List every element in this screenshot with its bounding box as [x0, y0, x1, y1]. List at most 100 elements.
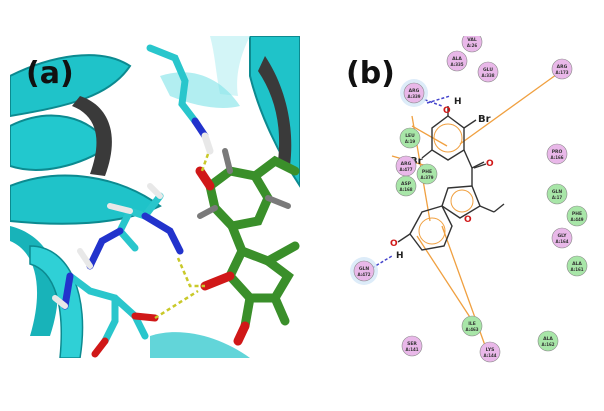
residue-name: PHE: [572, 211, 582, 217]
hbond-line-arg339: [419, 97, 443, 107]
residue-name: ARG: [401, 161, 412, 167]
atom-o-hydroxyl: O: [390, 239, 398, 249]
residue-circle: [353, 260, 375, 282]
residue-circle: [446, 50, 468, 72]
residue-circle: [461, 36, 483, 53]
residue-circle: [551, 227, 573, 249]
residue-circle: [395, 175, 417, 197]
residue-name: ALA: [452, 56, 462, 62]
residue-number: A:472: [357, 272, 370, 277]
residue-number: A:339: [407, 94, 420, 99]
residue-circle: [401, 335, 423, 357]
residue-circle: [399, 127, 421, 149]
residue-number: A:26: [467, 43, 478, 48]
residue-number: A:141: [405, 347, 418, 352]
residue-number: A:17: [552, 195, 563, 200]
atom-o-ketone: O: [486, 159, 494, 169]
residue-circle: [416, 163, 438, 185]
residue-number: A:477: [399, 167, 412, 172]
hbond-dashes: [154, 153, 210, 320]
residue-number: A:168: [399, 187, 412, 192]
residue-name: GLN: [359, 266, 370, 272]
residue-name: LYS: [486, 347, 495, 353]
hbond-line-gln472: [371, 255, 393, 269]
hbond-lines: [371, 95, 451, 269]
atom-br-left: Br: [410, 156, 423, 167]
atom-h-bottom: H: [396, 251, 404, 261]
residue-nodes: VALA:26ALAA:335GLUA:338ARGA:173ARGA:339L…: [350, 36, 588, 363]
pi-line-arg339: [411, 125, 448, 147]
protein-ligand-3d-view: [10, 36, 300, 358]
residue-number: A:19: [405, 139, 416, 144]
residue-name: ASP: [401, 181, 412, 187]
benzo-ring: [409, 205, 453, 251]
pi-line-ile463: [416, 235, 478, 329]
residue-number: A:379: [420, 175, 433, 180]
hbond-line-glu338: [426, 95, 451, 104]
dibromophenol-ring: [431, 115, 465, 161]
residue-name: GLU: [483, 67, 493, 73]
atom-o-furan: O: [464, 215, 472, 225]
residue-name: LEU: [405, 133, 415, 139]
atom-br-right: Br: [478, 114, 491, 125]
interaction-diagram-svg: Br Br H O O O O H VALA:26ALAA:335GLUA:33…: [350, 36, 588, 363]
atom-o-top: O: [443, 106, 451, 116]
residue-number: A:161: [570, 267, 583, 272]
pi-interaction-lines: [391, 71, 561, 352]
residue-number: A:164: [555, 239, 568, 244]
atom-h-top: H: [454, 97, 462, 107]
aromatic-ring-markers: [418, 123, 474, 245]
residue-circle: [461, 315, 483, 337]
residue-number: A:449: [570, 217, 583, 222]
pi-line-arg173: [459, 71, 561, 145]
residue-name: ALA: [543, 336, 553, 342]
residue-name: ARG: [409, 88, 420, 94]
residue-number: A:162: [541, 342, 554, 347]
residue-number: A:144: [483, 353, 496, 358]
residue-number: A:173: [555, 70, 568, 75]
residue-circle: [537, 330, 559, 352]
residue-circle: [566, 255, 588, 277]
furan-ring: [441, 185, 481, 219]
ligand-sticks: [195, 148, 300, 346]
residue-number: A:166: [550, 155, 563, 160]
residue-sticks: [52, 44, 214, 358]
residue-name: PHE: [422, 169, 432, 175]
residue-circle: [546, 143, 568, 165]
residue-name: ILE: [468, 321, 476, 327]
residue-circle: [551, 58, 573, 80]
residue-name: VAL: [467, 37, 477, 43]
panel-a-label: (a): [26, 56, 74, 91]
residue-name: ARG: [557, 64, 568, 70]
ligand-skeleton: [397, 106, 505, 251]
residue-name: GLY: [557, 233, 567, 239]
residue-number: A:335: [450, 62, 463, 67]
residue-circle: [477, 61, 499, 83]
residue-name: SER: [407, 341, 417, 347]
residue-number: A:463: [465, 327, 478, 332]
residue-circle: [403, 82, 425, 104]
protein-cartoon: [10, 36, 300, 358]
residue-circle: [479, 341, 501, 363]
residue-number: A:338: [481, 73, 494, 78]
residue-name: GLN: [552, 189, 563, 195]
